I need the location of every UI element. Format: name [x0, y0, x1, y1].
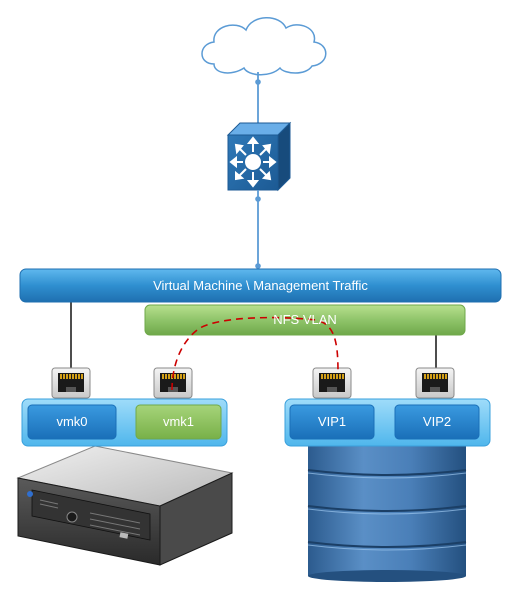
storage-array-icon: [307, 438, 467, 582]
link-switch-to-bar: [255, 190, 261, 270]
ethernet-port-icon: [51, 367, 91, 399]
vip2-label: VIP2: [422, 414, 452, 429]
vmk1-adapter: [135, 404, 222, 440]
ethernet-port-icon: [415, 367, 455, 399]
nfs-vlan-bar: [144, 304, 466, 336]
vip1-label: VIP1: [317, 414, 347, 429]
ethernet-port-icon: [312, 367, 352, 399]
layer3-switch-icon: [226, 121, 292, 192]
vip1-adapter: [289, 404, 375, 440]
vm-management-traffic-bar: [19, 268, 502, 303]
nfs-path-line: [171, 316, 339, 391]
vmk1-label: vmk1: [162, 414, 195, 429]
storage-nic-panel: [284, 398, 491, 447]
vip2-adapter: [394, 404, 480, 440]
vmk0-adapter: [27, 404, 117, 440]
ethernet-port-icon: [153, 367, 193, 399]
vmk0-label: vmk0: [56, 414, 88, 429]
server-icon: [16, 445, 234, 566]
nfs-vlan-label: NFS VLAN: [273, 312, 337, 327]
host-nic-panel: [21, 398, 228, 447]
cloud-icon: [201, 17, 327, 76]
vm-management-traffic-label: Virtual Machine \ Management Traffic: [153, 278, 368, 293]
